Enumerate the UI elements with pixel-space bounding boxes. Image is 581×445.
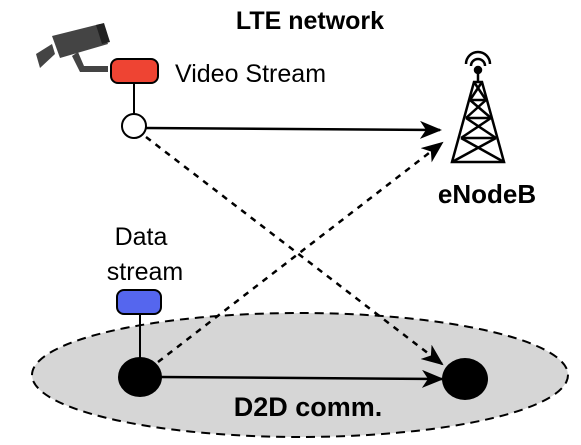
video-stream-tag (110, 58, 159, 84)
d2d-region (31, 312, 569, 438)
data-stream-tag (116, 289, 162, 315)
data-stream-label-line2: stream (107, 258, 183, 286)
data-stream-label-line1: Data (115, 223, 168, 251)
d2d-receiver-node (442, 358, 488, 400)
d2d-sender-node (118, 357, 162, 397)
d2d-label: D2D comm. (234, 392, 383, 422)
uplink-arrow-video (145, 120, 442, 139)
d2d-arrow (159, 369, 444, 388)
video-stream-label: Video Stream (175, 60, 326, 88)
video-source-node (121, 113, 147, 139)
enodeb-label: eNodeB (438, 179, 536, 209)
cell-tower-icon (450, 50, 506, 164)
camera-icon (36, 23, 110, 72)
diagram-title: LTE network (236, 7, 384, 35)
dotted-arrow-video-to-receiver (145, 136, 444, 366)
